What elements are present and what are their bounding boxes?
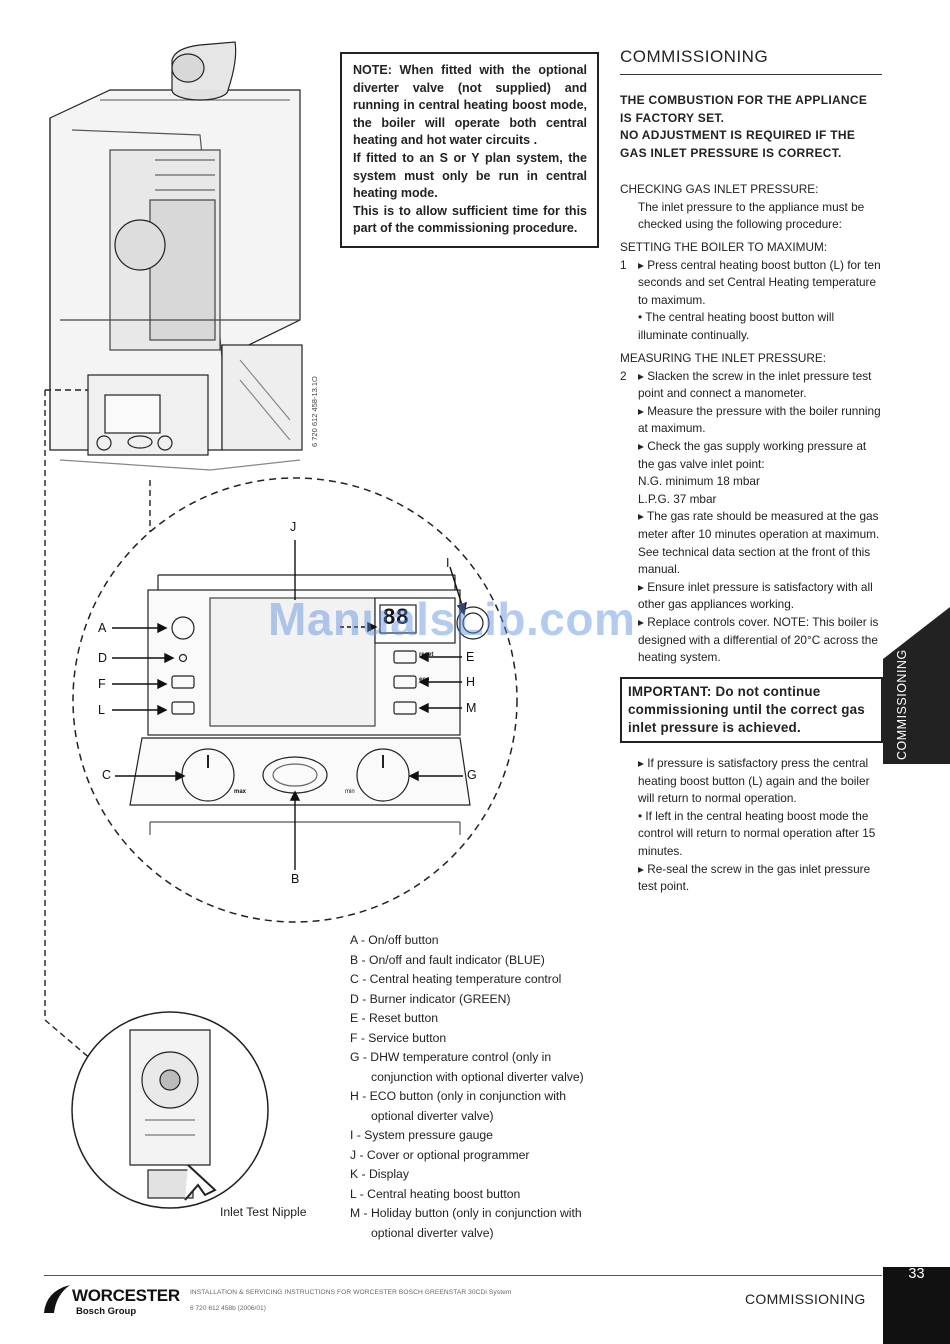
on-off-button-drawing xyxy=(171,616,195,640)
worcester-logo-icon xyxy=(44,1285,70,1313)
measuring-step: 2 ▸ Slacken the screw in the inlet press… xyxy=(620,368,882,403)
checking-section: CHECKING GAS INLET PRESSURE: The inlet p… xyxy=(620,181,882,234)
after-step: ▸ If pressure is satisfactory press the … xyxy=(638,756,870,806)
callout-L: L xyxy=(98,703,105,717)
footer-reference: 6 720 612 458b (2006/01) xyxy=(190,1305,266,1312)
notice-line: NO ADJUSTMENT IS REQUIRED IF THE GAS INL… xyxy=(620,128,856,160)
footer-description: INSTALLATION & SERVICING INSTRUCTIONS FO… xyxy=(190,1289,512,1296)
legend-item: F - Service button xyxy=(350,1030,447,1045)
figure-code: 6 720 612 458-13.1O xyxy=(310,376,319,447)
step-text: ▸ Press central heating boost button (L)… xyxy=(638,257,881,307)
step-text: ▸ Slacken the screw in the inlet pressur… xyxy=(638,368,872,401)
legend-item: J - Cover or optional programmer xyxy=(350,1147,530,1162)
brand-subtitle: Bosch Group xyxy=(76,1306,137,1317)
checking-heading: CHECKING GAS INLET PRESSURE: xyxy=(620,182,819,196)
legend-item: H - ECO button (only in conjunction with xyxy=(350,1089,567,1103)
ng-pressure: N.G. minimum 18 mbar xyxy=(638,474,760,489)
step-number: 2 xyxy=(620,368,627,383)
panel-reset-label: reset xyxy=(419,652,434,658)
section-title: COMMISSIONING xyxy=(620,47,769,66)
callout-M: M xyxy=(466,701,477,715)
legend-item: A - On/off button xyxy=(350,933,439,947)
side-tab-label: COMMISSIONING xyxy=(895,649,909,760)
legend-item: E - Reset button xyxy=(350,1011,439,1025)
legend-item: I - System pressure gauge xyxy=(350,1128,493,1142)
legend-item: G - DHW temperature control (only in xyxy=(350,1050,552,1064)
callout-A: A xyxy=(98,621,107,635)
footer-rule xyxy=(44,1275,882,1276)
important-text: IMPORTANT: Do not continue commissioning… xyxy=(628,684,865,735)
callout-H: H xyxy=(466,675,476,689)
callout-C: C xyxy=(102,768,112,782)
pressure-gauge-drawing xyxy=(456,606,490,640)
watermark: ManualsLib.com xyxy=(268,593,636,645)
setting-section: SETTING THE BOILER TO MAXIMUM: 1 ▸ Press… xyxy=(620,239,882,345)
after-step: ▸ Re-seal the screw in the gas inlet pre… xyxy=(638,861,871,894)
callout-F: F xyxy=(98,677,106,691)
after-bullet: • If left in the central heating boost m… xyxy=(638,808,876,858)
title-rule xyxy=(620,74,882,75)
page-number-tab xyxy=(883,1267,950,1344)
checking-text: The inlet pressure to the appliance must… xyxy=(638,199,865,232)
callout-D: D xyxy=(98,651,108,665)
legend-item-continuation: optional diverter valve) xyxy=(371,1108,494,1123)
legend-item-continuation: conjunction with optional diverter valve… xyxy=(371,1069,584,1084)
legend-item-continuation: optional diverter valve) xyxy=(371,1225,494,1240)
legend: A - On/off button B - On/off and fault i… xyxy=(350,931,610,1243)
measuring-section: MEASURING THE INLET PRESSURE: 2 ▸ Slacke… xyxy=(620,350,882,667)
callout-I: I xyxy=(446,556,450,570)
callout-E: E xyxy=(466,650,475,664)
brand-logo: WORCESTER xyxy=(72,1286,180,1305)
measuring-substep: ▸ Check the gas supply working pressure … xyxy=(638,438,867,471)
callout-G: G xyxy=(467,768,477,782)
setting-step: 1 ▸ Press central heating boost button (… xyxy=(620,257,882,310)
step-number: 1 xyxy=(620,257,627,272)
note-paragraph: This is to allow sufficient time for thi… xyxy=(353,203,587,236)
footer-section-name: COMMISSIONING xyxy=(745,1291,866,1307)
legend-item: K - Display xyxy=(350,1167,409,1181)
legend-item: L - Central heating boost button xyxy=(350,1186,521,1201)
note-paragraph: If fitted to an S or Y plan system, the … xyxy=(353,150,587,201)
display-digits: 88 xyxy=(383,604,410,629)
dhw-temp-knob xyxy=(356,748,410,802)
legend-item: C - Central heating temperature control xyxy=(350,972,562,986)
lpg-pressure: L.P.G. 37 mbar xyxy=(638,491,717,506)
measuring-substep: ▸ Ensure inlet pressure is satisfactory … xyxy=(638,579,873,612)
callout-B: B xyxy=(291,872,300,886)
legend-item: B - On/off and fault indicator (BLUE) xyxy=(350,952,545,967)
panel-max-label: max xyxy=(234,789,247,795)
panel-eco-label: eco xyxy=(419,677,430,683)
note-box: NOTE: When fitted with the optional dive… xyxy=(340,52,599,248)
inlet-test-nipple-label: Inlet Test Nipple xyxy=(220,1205,307,1219)
notice-line: THE COMBUSTION FOR THE APPLIANCE IS FACT… xyxy=(620,93,868,125)
legend-item: M - Holiday button (only in conjunction … xyxy=(350,1206,582,1220)
legend-item: D - Burner indicator (GREEN) xyxy=(350,991,511,1006)
setting-bullet: • The central heating boost button will … xyxy=(638,310,835,342)
important-box: IMPORTANT: Do not continue commissioning… xyxy=(620,677,883,743)
combustion-notice: THE COMBUSTION FOR THE APPLIANCE IS FACT… xyxy=(620,92,882,162)
page-number: 33 xyxy=(908,1266,925,1282)
panel-min-label: min xyxy=(345,789,355,795)
side-tab xyxy=(883,607,950,764)
after-section: ▸ If pressure is satisfactory press the … xyxy=(620,755,882,896)
note-paragraph: NOTE: When fitted with the optional dive… xyxy=(353,63,587,148)
measuring-substep: ▸ Measure the pressure with the boiler r… xyxy=(638,403,881,436)
callout-J: J xyxy=(290,520,297,534)
setting-heading: SETTING THE BOILER TO MAXIMUM: xyxy=(620,240,828,254)
measuring-substep: ▸ The gas rate should be measured at the… xyxy=(638,509,880,577)
measuring-substep: ▸ Replace controls cover. NOTE: This boi… xyxy=(638,614,879,665)
measuring-heading: MEASURING THE INLET PRESSURE: xyxy=(620,351,827,365)
boiler-figure xyxy=(44,41,518,1209)
